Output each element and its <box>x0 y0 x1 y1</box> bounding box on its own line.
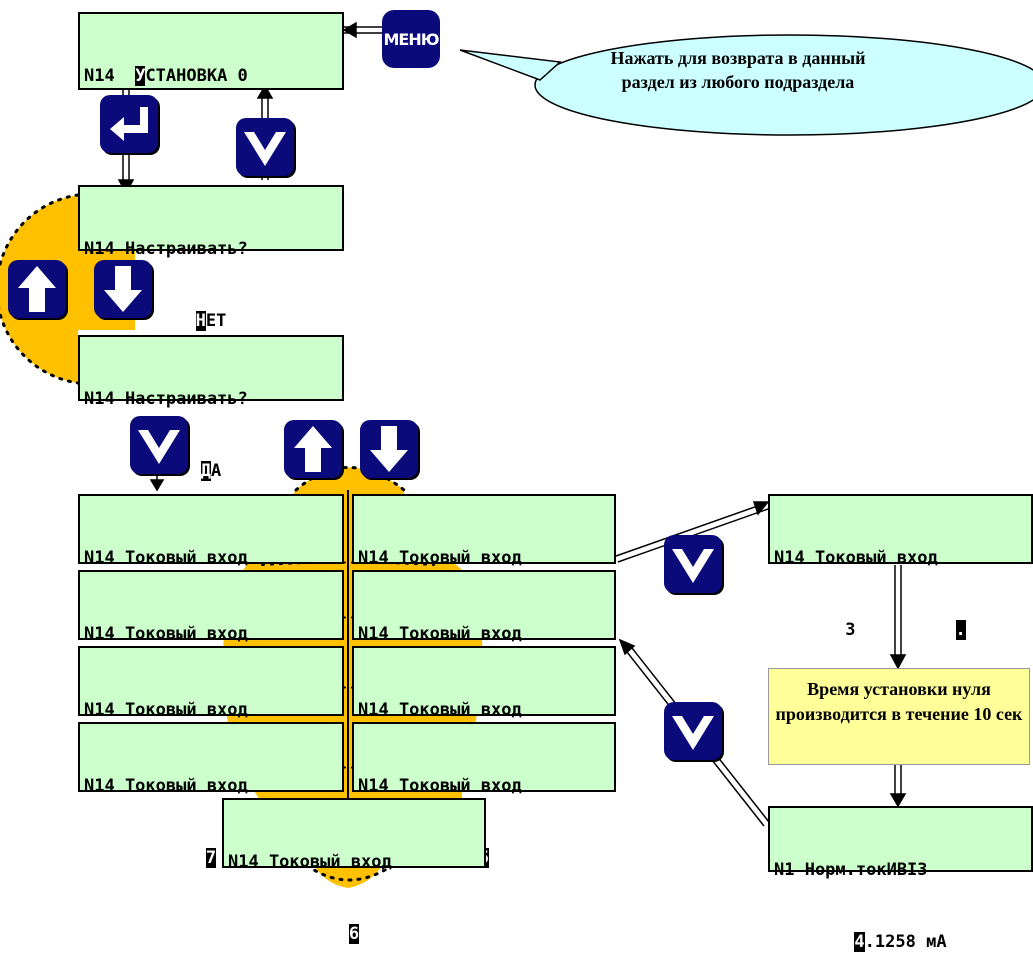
screen-line1: N14 Токовый вход <box>358 776 522 796</box>
screen-line1: N1 Норм.токИВI3 <box>774 860 928 880</box>
screen-text: СТАНОВКА 0 <box>145 66 248 86</box>
arrow-up-icon <box>18 266 56 312</box>
screen-norm-current: N1 Норм.токИВI3 4.1258 мА <box>768 806 1033 952</box>
enter-button[interactable] <box>100 95 158 153</box>
cursor-char: 4 <box>854 932 865 952</box>
screen-input-3: N14 Токовый вход 3 <box>352 570 616 716</box>
screen-input-6: N14 Токовый вход 6 <box>222 798 486 944</box>
chevron-down-icon <box>138 430 180 464</box>
down-arrow-button-inputs[interactable] <box>360 420 418 478</box>
input-number: 7 <box>205 848 217 868</box>
screen-line1: N14 Токовый вход <box>84 624 248 644</box>
screen-input-8: N14 Токовый вход 8 <box>78 646 344 792</box>
screen-text: А <box>211 461 222 481</box>
cursor-char: Н <box>195 311 206 331</box>
screen-line1: N14 Токовый вход <box>358 700 522 720</box>
down-button-start-zero[interactable] <box>664 535 722 593</box>
screen-text: N14 <box>84 66 136 86</box>
screen-line1: N14 Токовый вход <box>358 624 522 644</box>
chevron-down-icon <box>244 132 286 166</box>
menu-button[interactable]: МЕНЮ <box>382 10 440 68</box>
screen-text: ЕТ <box>205 311 227 331</box>
arrow-up-icon <box>294 426 332 472</box>
screen-input-5: N14 Токовый вход 5 <box>352 722 616 868</box>
input-number: 6 <box>348 924 360 944</box>
up-button-inputs[interactable] <box>284 420 342 478</box>
screen-zeroing: N14 Токовый вход 3. <box>768 494 1033 640</box>
cursor-char: У <box>135 66 146 86</box>
screen-tune-yes: N14 Настраивать? ДА <box>78 335 344 481</box>
screen-input-2: N14 Токовый вход 2 <box>352 494 616 640</box>
screen-input-0: N14 Токовый вход 0 <box>78 570 344 716</box>
screen-setup-zero: N14 УСТАНОВКА 0 <box>78 12 344 90</box>
screen-input-4: N14 Токовый вход 4 <box>352 646 616 792</box>
screen-line1: N14 Токовый вход <box>84 776 248 796</box>
down-button-return[interactable] <box>236 118 294 176</box>
up-button[interactable] <box>8 260 66 318</box>
input-number: 3 <box>845 620 856 640</box>
screen-line1: N14 Токовый вход <box>84 548 248 568</box>
screen-line1: N14 Токовый вход <box>228 852 392 872</box>
connectors <box>117 21 907 827</box>
screen-tune-no: N14 Настраивать? НЕТ <box>78 185 344 331</box>
screen-line1: N14 Токовый вход <box>774 548 938 568</box>
down-arrow-button[interactable] <box>94 260 152 318</box>
cursor-char: Д <box>200 461 211 481</box>
down-button-enter-inputs[interactable] <box>130 416 188 474</box>
cursor-char: . <box>955 620 966 640</box>
screen-input-7: N14 Токовый вход 7 <box>78 722 344 868</box>
screen-line1: N14 Токовый вход <box>84 700 248 720</box>
enter-icon <box>110 107 148 141</box>
callout-text: Нажать для возврата в данный раздел из л… <box>610 48 866 92</box>
screen-line1: N14 Настраивать? <box>84 389 248 409</box>
zeroing-time-note: Время установки нуля производится в тече… <box>768 668 1030 765</box>
screen-line1: N14 Токовый вход <box>358 548 522 568</box>
menu-button-label: МЕНЮ <box>383 29 439 49</box>
chevron-down-icon <box>672 716 714 750</box>
down-button-back[interactable] <box>664 702 722 760</box>
screen-line1: N14 Настраивать? <box>84 239 248 259</box>
screen-input-1: N14 Токовый вход 1 <box>78 494 344 640</box>
screen-text: .1258 мА <box>864 932 947 952</box>
arrow-down-icon <box>104 266 142 312</box>
arrow-down-icon <box>370 426 408 472</box>
chevron-down-icon <box>672 549 714 583</box>
callout-bubble <box>459 34 1033 136</box>
